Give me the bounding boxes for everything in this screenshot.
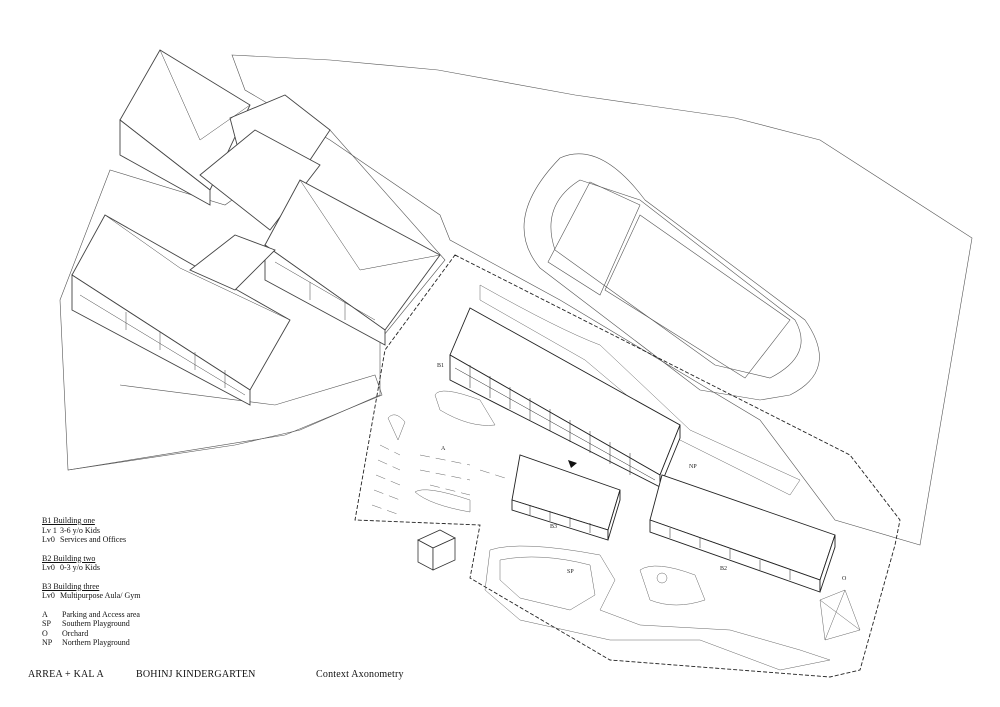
legend-row: Lv0 Services and Offices bbox=[42, 535, 140, 545]
footer-drawing-title: Context Axonometry bbox=[316, 669, 404, 680]
legend: B1 Building one Lv 1 3-6 y/o Kids Lv0 Se… bbox=[42, 516, 140, 657]
legend-text: Services and Offices bbox=[60, 535, 127, 544]
legend-code: NP bbox=[42, 638, 53, 647]
parking-island bbox=[414, 489, 471, 513]
legend-row: Lv0 0-3 y/o Kids bbox=[42, 563, 140, 573]
legend-heading: B3 Building three bbox=[42, 581, 100, 591]
gate-box bbox=[417, 529, 456, 571]
legend-building-one: B1 Building one Lv 1 3-6 y/o Kids Lv0 Se… bbox=[42, 516, 140, 545]
legend-row: Lv 1 3-6 y/o Kids bbox=[42, 526, 140, 536]
terrain-outline bbox=[231, 54, 973, 546]
southern-playground-inner bbox=[499, 556, 596, 611]
entrance-arrow-icon bbox=[568, 460, 577, 468]
label-b2: B2 bbox=[720, 566, 727, 572]
legend-code: A bbox=[42, 609, 48, 619]
play-structure bbox=[639, 565, 706, 606]
legend-code: Lv0 bbox=[42, 591, 55, 600]
parking-bay-lines bbox=[371, 444, 506, 516]
legend-text: Northern Playground bbox=[62, 638, 130, 647]
building-b1 bbox=[449, 307, 681, 488]
legend-row: O Orchard bbox=[42, 629, 140, 639]
label-o: O bbox=[842, 576, 847, 582]
building-b2 bbox=[649, 474, 836, 593]
running-track-outer bbox=[523, 153, 820, 401]
legend-code: Lv0 bbox=[42, 563, 55, 572]
legend-building-two: B2 Building two Lv0 0-3 y/o Kids bbox=[42, 554, 140, 573]
legend-code: Lv 1 bbox=[42, 525, 57, 535]
legend-row: SP Southern Playground bbox=[42, 619, 140, 629]
running-track-inner bbox=[550, 179, 802, 379]
legend-text: Orchard bbox=[62, 628, 89, 638]
legend-text: Multipurpose Aula/ Gym bbox=[60, 591, 141, 600]
pavilion-roof bbox=[819, 589, 861, 641]
parking-island bbox=[434, 390, 496, 426]
label-sp: SP bbox=[567, 569, 574, 575]
label-b1: B1 bbox=[437, 363, 444, 369]
legend-code: O bbox=[42, 628, 48, 638]
legend-code: SP bbox=[42, 619, 51, 628]
legend-text: Parking and Access area bbox=[62, 609, 140, 619]
label-a: A bbox=[441, 446, 446, 452]
sports-field bbox=[547, 181, 791, 379]
legend-text: Southern Playground bbox=[62, 619, 130, 628]
building-b3 bbox=[511, 454, 621, 541]
label-np: NP bbox=[689, 464, 697, 470]
parking-island bbox=[387, 414, 406, 441]
legend-text: 0-3 y/o Kids bbox=[60, 563, 100, 572]
legend-row: A Parking and Access area bbox=[42, 610, 140, 620]
access-road bbox=[479, 284, 801, 496]
existing-building bbox=[71, 49, 441, 406]
southern-playground bbox=[484, 545, 831, 671]
legend-text: 3-6 y/o Kids bbox=[60, 525, 100, 535]
play-structure-circle bbox=[656, 572, 668, 584]
legend-heading: B2 Building two bbox=[42, 553, 96, 563]
legend-areas: A Parking and Access area SP Southern Pl… bbox=[42, 610, 140, 648]
legend-heading: B1 Building one bbox=[42, 516, 95, 525]
legend-row: NP Northern Playground bbox=[42, 638, 140, 648]
legend-code: Lv0 bbox=[42, 535, 55, 544]
legend-building-three: B3 Building three Lv0 Multipurpose Aula/… bbox=[42, 582, 140, 601]
footer-office: ARREA + KAL A bbox=[28, 669, 104, 680]
site-boundary bbox=[354, 254, 901, 678]
footer-project: BOHINJ KINDERGARTEN bbox=[136, 669, 256, 680]
legend-row: Lv0 Multipurpose Aula/ Gym bbox=[42, 591, 140, 601]
label-b3: B3 bbox=[550, 524, 557, 530]
